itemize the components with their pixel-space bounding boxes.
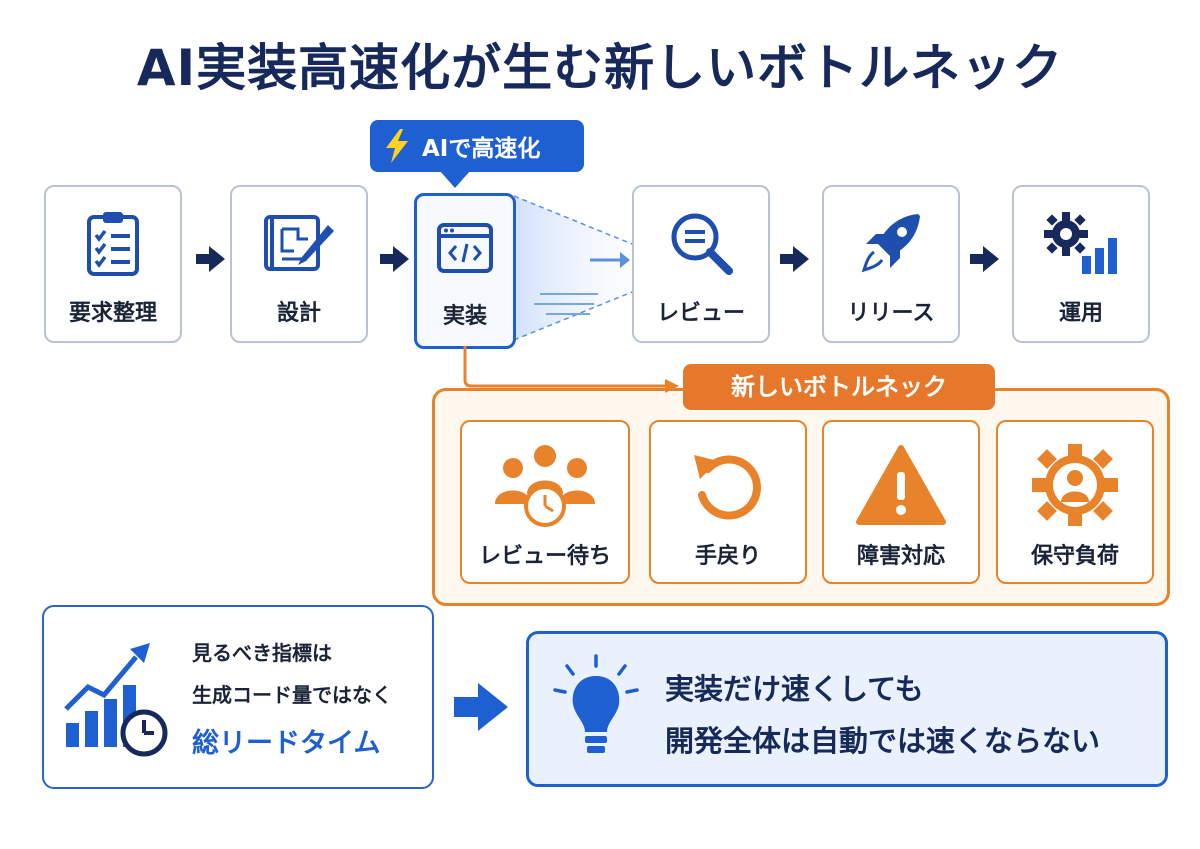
bottleneck-item-label: 保守負荷: [1030, 544, 1119, 569]
blueprint-pencil-icon: [264, 215, 334, 271]
bottleneck-label: 新しいボトルネック: [683, 364, 995, 410]
gear-chart-icon: [1044, 212, 1117, 274]
ai-badge-label: AIで高速化: [422, 136, 541, 162]
bottleneck-review-wait: レビュー待ち: [460, 420, 630, 584]
metric-line-2: 生成コード量ではなく: [192, 683, 392, 707]
page-title: AI実装高速化が生む新しいボトルネック: [136, 39, 1064, 97]
lightbulb-icon: [553, 654, 639, 753]
step-arrow: [380, 246, 409, 272]
step-operation: 運用: [1012, 185, 1150, 343]
conclusion-panel: 実装だけ速くしても 開発全体は自動では速くならない: [526, 631, 1168, 787]
step-review: レビュー: [632, 185, 770, 343]
chart-clock-icon: [64, 643, 168, 757]
bottleneck-item-label: レビュー待ち: [478, 544, 611, 569]
ai-speed-badge: AIで高速化: [370, 120, 584, 172]
bottleneck-connector: [463, 346, 679, 393]
magnifier-icon: [671, 213, 733, 275]
metric-line-1: 見るべき指標は: [192, 641, 332, 665]
step-implementation: 実装: [414, 193, 516, 349]
step-label: 設計: [276, 301, 321, 326]
step-design: 設計: [230, 185, 368, 343]
step-label: 実装: [442, 304, 487, 329]
people-clock-icon: [495, 445, 595, 527]
metric-key-label: 総リードタイム: [192, 728, 381, 759]
step-label: 運用: [1058, 301, 1103, 326]
gear-person-icon: [1032, 444, 1118, 526]
step-arrow: [780, 246, 809, 272]
ai-badge-pointer: [440, 171, 470, 188]
step-release: リリース: [822, 185, 960, 343]
conclusion-line-2: 開発全体は自動では速くならない: [665, 724, 1101, 758]
clipboard-checklist-icon: [87, 212, 139, 276]
bottleneck-item-label: 障害対応: [856, 544, 945, 569]
lightning-icon: [386, 129, 408, 163]
speed-streak: [514, 195, 633, 341]
step-label: リリース: [847, 301, 935, 326]
bottleneck-rework: 手戻り: [649, 420, 807, 584]
warning-icon: [856, 445, 946, 525]
code-window-icon: [437, 223, 493, 273]
bottleneck-maintenance: 保守負荷: [996, 420, 1154, 584]
bottleneck-incident: 障害対応: [822, 420, 980, 584]
step-arrow: [970, 246, 999, 272]
step-label: レビュー: [656, 301, 745, 326]
rocket-icon: [861, 214, 920, 273]
rework-arrow-icon: [694, 455, 761, 520]
bottleneck-item-label: 手戻り: [694, 544, 761, 569]
step-arrow: [196, 246, 225, 272]
step-requirements: 要求整理: [44, 185, 182, 343]
step-label: 要求整理: [68, 301, 157, 326]
conclusion-arrow: [454, 683, 508, 731]
conclusion-line-1: 実装だけ速くしても: [665, 672, 924, 706]
metric-panel: 見るべき指標は 生成コード量ではなく 総リードタイム: [42, 605, 434, 789]
